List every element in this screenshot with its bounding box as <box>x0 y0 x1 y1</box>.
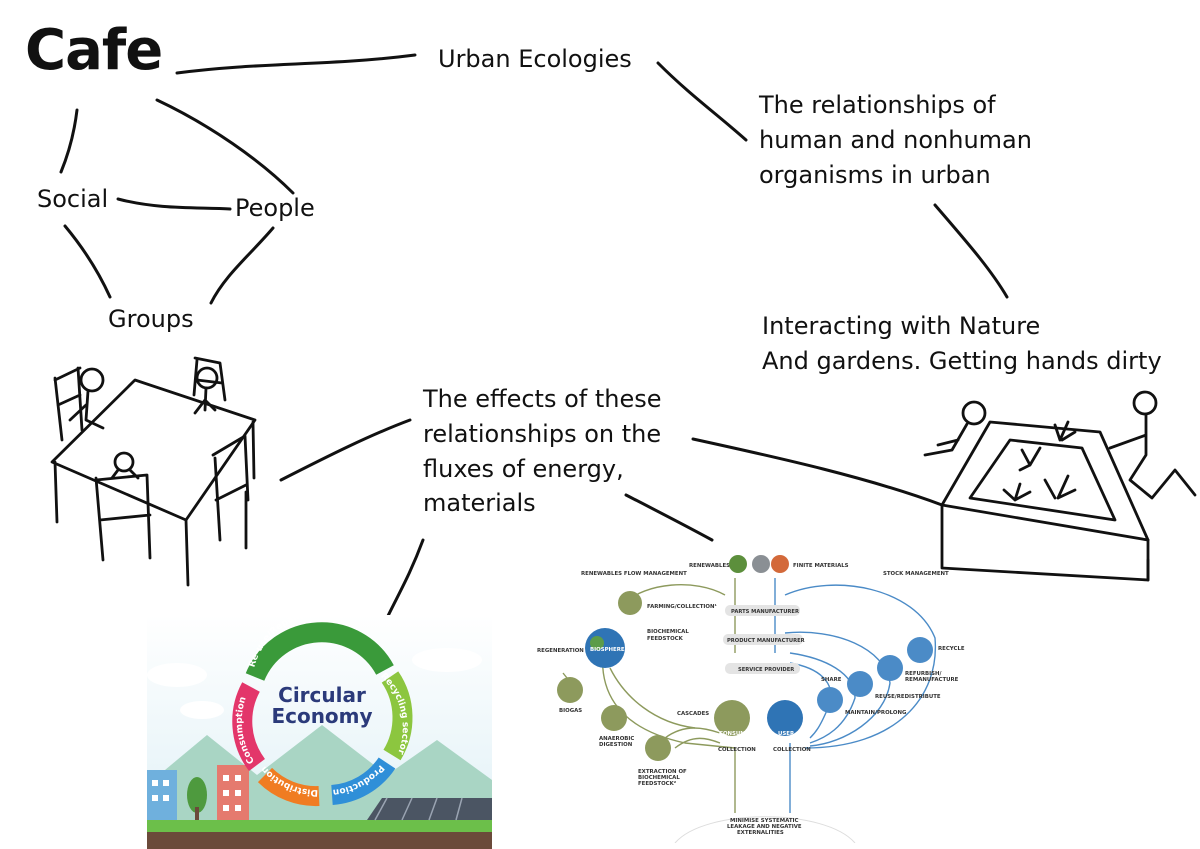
recycle-icon <box>907 637 933 663</box>
mining-truck-icon <box>771 555 789 573</box>
flow-product: PRODUCT MANUFACTURER <box>727 638 805 644</box>
flow-maintain: MAINTAIN/PROLONG <box>845 710 907 716</box>
line-cafe-people <box>155 98 295 195</box>
people-label: People <box>235 194 315 222</box>
garden-bed-sketch <box>923 390 1197 582</box>
flow-renewables: RENEWABLES <box>689 563 730 569</box>
relationships-line-3: organisms in urban <box>759 160 991 189</box>
flow-extraction-3: FEEDSTOCK² <box>638 780 677 787</box>
flow-reuse: REUSE/REDISTRIBUTE <box>875 694 941 700</box>
flow-service: SERVICE PROVIDER <box>738 667 794 673</box>
circular-economy-illustration: Re-use/Repair/Recycle Recycling sector P… <box>147 615 492 849</box>
biogas-icon <box>557 677 583 703</box>
line-urban-relationships <box>656 61 748 142</box>
value-chain: PARTS MANUFACTURER PRODUCT MANUFACTURER … <box>723 605 805 674</box>
cafe-table-sketch <box>50 356 257 587</box>
refurbish-icon <box>877 655 903 681</box>
flow-minimise-2: LEAKAGE AND NEGATIVE <box>727 824 802 830</box>
user-icon <box>767 700 803 736</box>
flow-biogas: BIOGAS <box>559 708 582 714</box>
oil-rig-icon <box>752 555 770 573</box>
line-people-groups <box>209 226 275 305</box>
relationships-line-2: human and nonhuman <box>759 125 1032 154</box>
flow-consumer: CONSUMER <box>719 731 754 737</box>
grass <box>147 820 492 832</box>
flow-extraction-2: BIOCHEMICAL <box>638 775 680 781</box>
relationships-text: The relationships of human and nonhuman … <box>759 88 1032 192</box>
flow-extraction-1: EXTRACTION OF <box>638 769 687 775</box>
nature-line-1: Interacting with Nature <box>762 312 1041 340</box>
flow-biosphere: BIOSPHERE <box>590 647 625 653</box>
buildings <box>147 765 249 820</box>
flow-refurbish-1: REFURBISH/ <box>905 671 942 677</box>
circular-ring <box>232 622 413 807</box>
clouds <box>147 648 482 719</box>
consumer-icon <box>714 700 750 736</box>
flow-farming: FARMING/COLLECTION¹ <box>647 603 717 610</box>
line-effects-circular <box>384 538 425 622</box>
flow-renew-mgmt: RENEWABLES FLOW MANAGEMENT <box>581 571 687 577</box>
flow-user: USER <box>778 731 795 737</box>
line-social-groups <box>63 224 112 299</box>
circular-title-1: Circular <box>278 683 366 707</box>
flow-recycle: RECYCLE <box>938 646 965 652</box>
flow-anaerobic-1: ANAEROBIC <box>599 736 634 742</box>
flow-collection-l: COLLECTION <box>718 747 756 753</box>
anaerobic-icon <box>601 705 627 731</box>
farming-icon <box>618 591 642 615</box>
nature-line-2: And gardens. Getting hands dirty <box>762 346 1162 375</box>
flow-biochem-1: BIOCHEMICAL <box>647 629 689 635</box>
groups-label: Groups <box>108 305 194 333</box>
line-table-effects <box>279 418 412 482</box>
effects-line-1: The effects of these <box>423 385 662 413</box>
flow-minimise-3: EXTERNALITIES <box>737 830 784 836</box>
line-effects-flow <box>624 493 714 542</box>
flow-parts: PARTS MANUFACTURER <box>731 609 799 615</box>
effects-text: The effects of these relationships on th… <box>423 382 662 521</box>
urban-ecologies-label: Urban Ecologies <box>438 45 632 73</box>
flow-cascades: CASCADES <box>677 711 709 717</box>
circular-title-2: Economy <box>271 704 372 728</box>
flow-biochem-2: FEEDSTOCK <box>647 636 684 642</box>
flow-regeneration: REGENERATION <box>537 648 584 654</box>
leakage-arc <box>674 816 856 843</box>
cafe-title: Cafe <box>25 18 163 83</box>
solar-panels <box>367 797 492 821</box>
flow-share: SHARE <box>821 677 842 683</box>
reuse-icon <box>847 671 873 697</box>
social-label: Social <box>37 185 109 213</box>
flow-collection-r: COLLECTION <box>773 747 811 753</box>
flow-stock-mgmt: STOCK MANAGEMENT <box>883 571 949 577</box>
line-effects-garden <box>691 437 944 507</box>
nature-text: Interacting with Nature And gardens. Get… <box>762 309 1162 379</box>
effects-line-4: materials <box>423 489 536 518</box>
line-cafe-social <box>59 108 79 174</box>
flow-refurbish-2: REMANUFACTURE <box>905 677 959 683</box>
effects-line-3: fluxes of energy, <box>423 454 624 483</box>
line-cafe-urban <box>175 53 417 75</box>
effects-line-2: relationships on the <box>423 419 662 448</box>
line-social-people <box>116 197 232 211</box>
circular-flow-diagram: RENEWABLES FINITE MATERIALS RENEWABLES F… <box>537 555 965 843</box>
maintain-icon <box>817 687 843 713</box>
flow-finite: FINITE MATERIALS <box>793 563 849 569</box>
flow-minimise-1: MINIMISE SYSTEMATIC <box>730 818 799 824</box>
flow-anaerobic-2: DIGESTION <box>599 742 633 748</box>
relationships-line-1: The relationships of <box>759 91 996 119</box>
renewables-icon <box>729 555 747 573</box>
soil <box>147 832 492 849</box>
biosphere-land <box>590 636 604 650</box>
extraction-icon <box>645 735 671 761</box>
line-relationships-nature <box>933 203 1009 299</box>
